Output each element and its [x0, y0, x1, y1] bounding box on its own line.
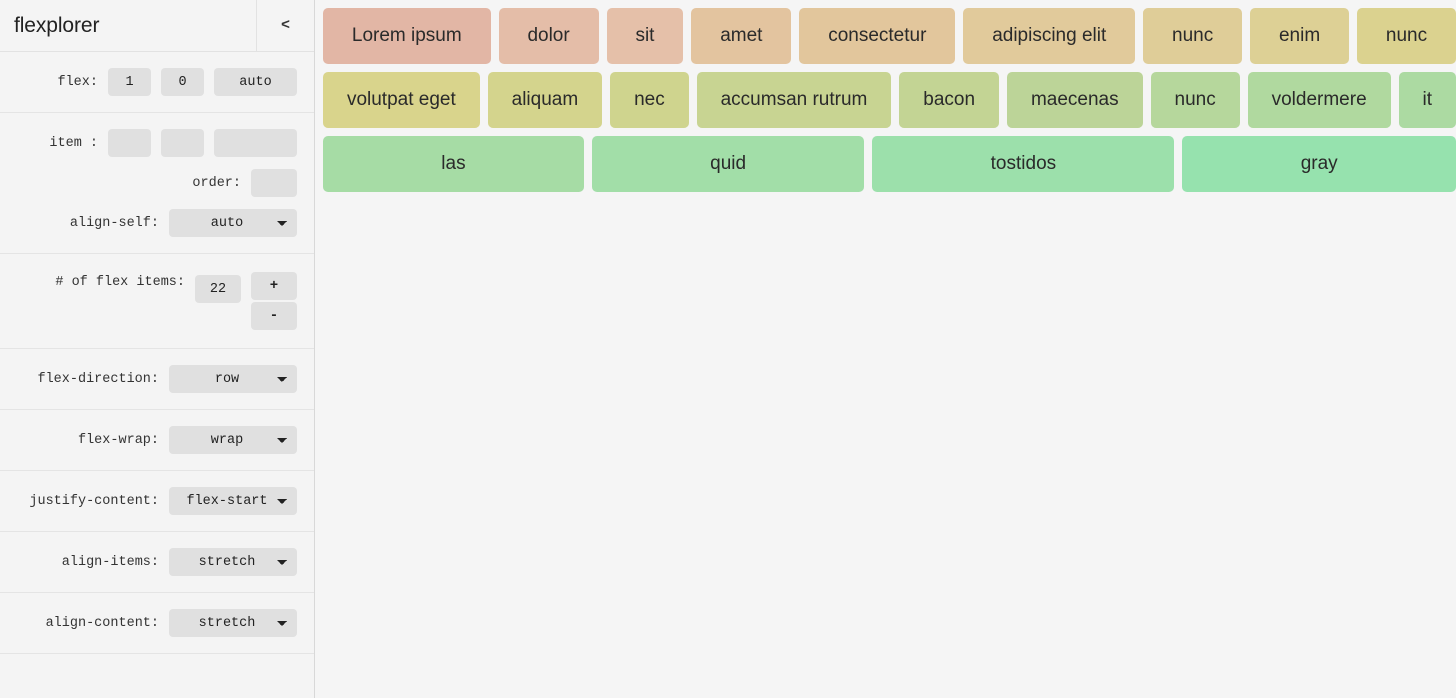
increment-button[interactable]: +	[251, 272, 297, 300]
app-title: flexplorer	[14, 13, 100, 37]
order-input[interactable]	[251, 169, 297, 197]
item-order-row: order:	[0, 163, 314, 203]
item-flex-row: item :	[0, 123, 314, 163]
flex-wrap-section: flex-wrap: wrap	[0, 410, 314, 471]
sidebar-header: flexplorer <	[0, 0, 314, 52]
flex-item[interactable]: bacon	[899, 72, 1000, 128]
flex-wrap-row: flex-wrap: wrap	[0, 420, 314, 460]
justify-content-row: justify-content: flex-start	[0, 481, 314, 521]
decrement-button[interactable]: -	[251, 302, 297, 330]
flex-item[interactable]: voldermere	[1247, 72, 1391, 128]
flex-item[interactable]: enim	[1250, 8, 1350, 64]
flex-direction-row: flex-direction: row	[0, 359, 314, 399]
flex-item[interactable]: quid	[591, 136, 865, 192]
flex-grow-input[interactable]	[108, 68, 151, 96]
align-content-select[interactable]: stretch	[169, 609, 297, 637]
align-content-section: align-content: stretch	[0, 593, 314, 654]
flex-item-count-label: # of flex items:	[55, 275, 185, 290]
flex-item[interactable]: nec	[610, 72, 689, 128]
flex-item-count-input[interactable]	[195, 275, 241, 303]
justify-content-select[interactable]: flex-start	[169, 487, 297, 515]
flex-direction-section: flex-direction: row	[0, 349, 314, 410]
align-content-row: align-content: stretch	[0, 603, 314, 643]
flex-item[interactable]: gray	[1182, 136, 1456, 192]
flex-item[interactable]: dolor	[498, 8, 599, 64]
align-items-row: align-items: stretch	[0, 542, 314, 582]
align-items-label: align-items:	[61, 554, 159, 570]
flex-wrap-select[interactable]: wrap	[169, 426, 297, 454]
justify-content-label: justify-content:	[29, 493, 159, 509]
flex-shorthand-section: flex:	[0, 52, 314, 113]
flex-item[interactable]: maecenas	[1007, 72, 1143, 128]
flex-item[interactable]: nunc	[1357, 8, 1456, 64]
flex-item[interactable]: amet	[691, 8, 792, 64]
flex-basis-input[interactable]	[214, 68, 297, 96]
flex-item[interactable]: consectetur	[799, 8, 956, 64]
flex-item[interactable]: sit	[606, 8, 684, 64]
item-section: item : order: align-self: auto	[0, 113, 314, 254]
flex-item[interactable]: volutpat eget	[323, 72, 480, 128]
item-grow-input[interactable]	[108, 129, 151, 157]
flex-item[interactable]: nunc	[1150, 72, 1240, 128]
flex-item-count-section: # of flex items: + -	[0, 254, 314, 349]
flex-item[interactable]: adipiscing elit	[963, 8, 1136, 64]
flex-wrap-label: flex-wrap:	[77, 432, 159, 448]
justify-content-section: justify-content: flex-start	[0, 471, 314, 532]
chevron-left-icon[interactable]: <	[256, 0, 314, 51]
flex-row: flex:	[0, 62, 314, 102]
flex-item[interactable]: tostidos	[872, 136, 1175, 192]
item-basis-input[interactable]	[214, 129, 297, 157]
align-items-section: align-items: stretch	[0, 532, 314, 593]
flex-label: flex:	[57, 74, 98, 90]
flex-direction-select[interactable]: row	[169, 365, 297, 393]
flex-item[interactable]: las	[323, 136, 584, 192]
flex-item[interactable]: it	[1398, 72, 1456, 128]
align-content-label: align-content:	[45, 615, 159, 631]
sidebar: flexplorer < flex: item : order: align-s…	[0, 0, 315, 698]
flex-item-count-row: # of flex items: + -	[0, 264, 314, 338]
item-label: item :	[49, 135, 98, 151]
flex-item[interactable]: aliquam	[487, 72, 603, 128]
flex-item[interactable]: accumsan rutrum	[696, 72, 892, 128]
item-align-self-row: align-self: auto	[0, 203, 314, 243]
flex-shrink-input[interactable]	[161, 68, 204, 96]
flex-direction-label: flex-direction:	[37, 371, 159, 387]
flex-item[interactable]: Lorem ipsum	[323, 8, 491, 64]
align-self-label: align-self:	[69, 215, 159, 231]
item-shrink-input[interactable]	[161, 129, 204, 157]
flex-item-count-stepper: + -	[251, 272, 297, 330]
align-self-select[interactable]: auto	[169, 209, 297, 237]
flex-item[interactable]: nunc	[1143, 8, 1243, 64]
order-label: order:	[192, 175, 241, 191]
align-items-select[interactable]: stretch	[169, 548, 297, 576]
